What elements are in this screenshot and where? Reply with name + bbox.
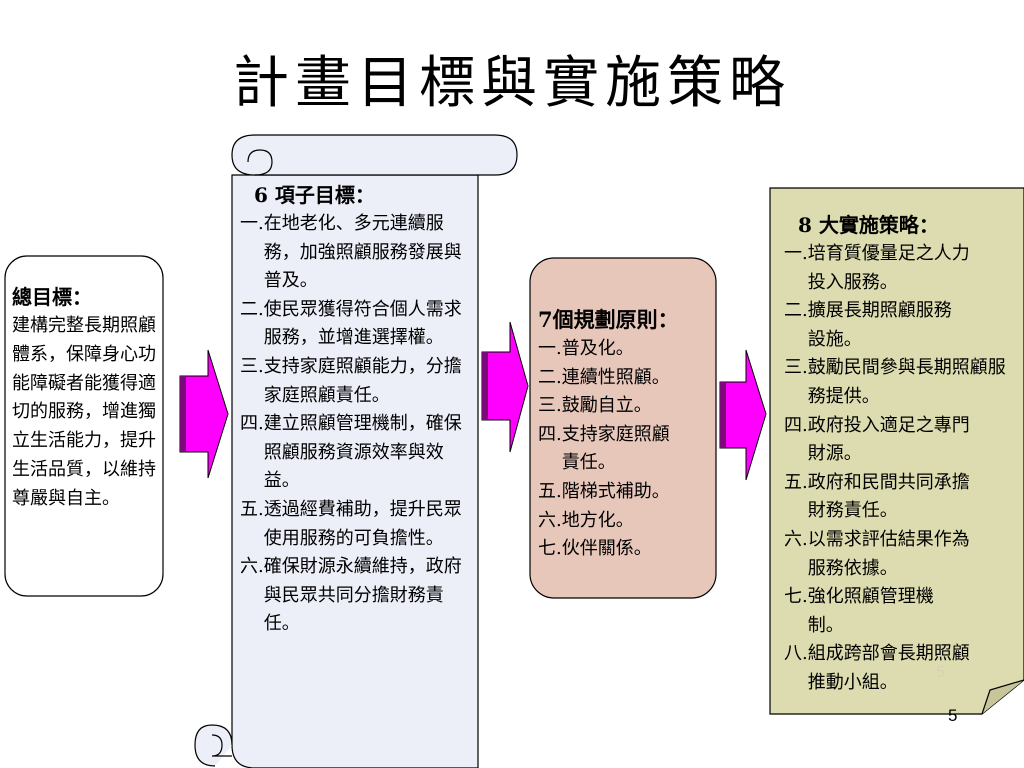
goal-section: 總目標： 建構完整長期照顧體系，保障身心功能障礙者能獲得適切的服務，增進獨立生活… [12,282,158,514]
principle-text: 鼓勵自立。 [561,395,652,417]
page-number-ghost: 5 [936,664,945,681]
principle-number: 一. [538,338,562,359]
principle-text: 連續性照顧。 [561,366,670,388]
slide-title: 計畫目標與實施策略 [233,51,791,116]
objective-text: 確保財源永續維持，政府與民眾共同分擔財務責任。 [263,556,462,635]
arrow-1 [179,349,229,479]
arrow-2 [481,321,529,453]
objectives-scroll [194,134,518,768]
objective-text: 使民眾獲得符合個人需求服務，並增進選擇權。 [263,298,462,349]
strategy-item: 八.組成跨部會長期照顧推動小組。 [784,640,1014,697]
strategy-item: 二.擴展長期照顧服務設施。 [784,297,1014,354]
strategy-item: 一.培育質優量足之人力投入服務。 [784,240,1014,297]
principle-text: 地方化。 [561,509,634,531]
principle-item: 一.普及化。 [538,335,718,364]
strategies-heading: 8 大實施策略： [798,213,939,237]
objective-item: 四.建立照顧管理機制，確保照顧服務資源效率與效益。 [240,410,472,496]
strategy-text: 以需求評估結果作為服務依據。 [807,528,970,579]
principle-item: 六.地方化。 [538,507,718,536]
strategies-section: 8 大實施策略： 一.培育質優量足之人力投入服務。 二.擴展長期照顧服務設施。 … [784,210,1014,698]
objective-text: 支持家庭照顧能力，分擔家庭照顧責任。 [263,355,462,406]
strategy-item: 三.鼓勵民間參與長期照顧服務提供。 [784,354,1014,411]
principle-item: 三.鼓勵自立。 [538,392,718,421]
strategy-number: 七. [784,586,808,608]
strategy-item: 六.以需求評估結果作為服務依據。 [784,526,1014,583]
principle-item: 五.階梯式補助。 [538,478,718,507]
strategy-text: 擴展長期照顧服務設施。 [807,300,952,350]
objective-number: 四. [240,413,264,435]
goal-text: 建構完整長期照顧體系，保障身心功能障礙者能獲得適切的服務，增進獨立生活能力，提升… [12,315,156,509]
strategy-number: 三. [784,357,808,379]
goal-box [4,255,164,597]
strategy-number: 六. [784,528,808,550]
strategy-text: 培育質優量足之人力投入服務。 [807,243,970,293]
principle-text: 階梯式補助。 [561,480,670,502]
objective-number: 五. [240,498,264,520]
strategy-number: 一. [784,243,808,264]
strategy-number: 二. [784,300,808,322]
principle-number: 四. [538,423,562,445]
objective-item: 一.在地老化、多元連續服務，加強照顧服務發展與普及。 [240,210,472,296]
strategy-number: 八. [784,643,808,665]
objectives-section: 6 項子目標： 一.在地老化、多元連續服務，加強照顧服務發展與普及。 二.使民眾… [240,180,472,639]
page-number: 5 [948,706,958,725]
strategies-note [769,187,1024,715]
strategy-item: 五.政府和民間共同承擔財務責任。 [784,469,1014,526]
principle-text: 支持家庭照顧責任。 [561,423,670,474]
strategy-text: 鼓勵民間參與長期照顧服務提供。 [807,357,1006,407]
principle-text: 伙伴關係。 [561,538,652,560]
principle-number: 二. [538,366,562,388]
strategy-text: 組成跨部會長期照顧推動小組。 [807,643,970,693]
objective-item: 六.確保財源永續維持，政府與民眾共同分擔財務責任。 [240,553,472,639]
principle-number: 七. [538,538,562,560]
principle-text: 普及化。 [561,338,634,359]
principle-number: 五. [538,480,562,502]
objective-number: 三. [240,355,264,377]
objective-item: 三.支持家庭照顧能力，分擔家庭照顧責任。 [240,353,472,410]
arrow-3 [719,349,767,481]
strategy-number: 五. [784,471,808,493]
objective-item: 五.透過經費補助，提升民眾使用服務的可負擔性。 [240,496,472,553]
objective-item: 二.使民眾獲得符合個人需求服務，並增進選擇權。 [240,296,472,353]
strategy-number: 四. [784,414,808,436]
principle-item: 二.連續性照顧。 [538,364,718,393]
principles-heading: 7個規劃原則： [538,307,679,332]
principle-number: 三. [538,395,562,417]
objective-number: 一. [240,213,264,234]
principles-section: 7個規劃原則： 一.普及化。 二.連續性照顧。 三.鼓勵自立。 四.支持家庭照顧… [538,305,718,564]
strategy-item: 七.強化照顧管理機制。 [784,583,1014,640]
goal-heading: 總目標： [12,285,92,309]
principle-number: 六. [538,509,562,531]
strategy-text: 政府投入適足之專門財源。 [807,414,970,465]
objectives-heading: 6 項子目標： [254,183,375,207]
objective-text: 透過經費補助，提升民眾使用服務的可負擔性。 [263,498,462,549]
strategy-text: 政府和民間共同承擔財務責任。 [807,471,970,522]
strategy-item: 四.政府投入適足之專門財源。 [784,412,1014,469]
principles-box [529,257,717,599]
objective-text: 建立照顧管理機制，確保照顧服務資源效率與效益。 [263,413,462,492]
objective-text: 在地老化、多元連續服務，加強照顧服務發展與普及。 [263,213,462,292]
principle-item: 七.伙伴關係。 [538,535,718,564]
principle-item: 四.支持家庭照顧責任。 [538,421,718,478]
strategy-text: 強化照顧管理機制。 [807,586,934,636]
objective-number: 二. [240,298,264,320]
objective-number: 六. [240,556,264,578]
